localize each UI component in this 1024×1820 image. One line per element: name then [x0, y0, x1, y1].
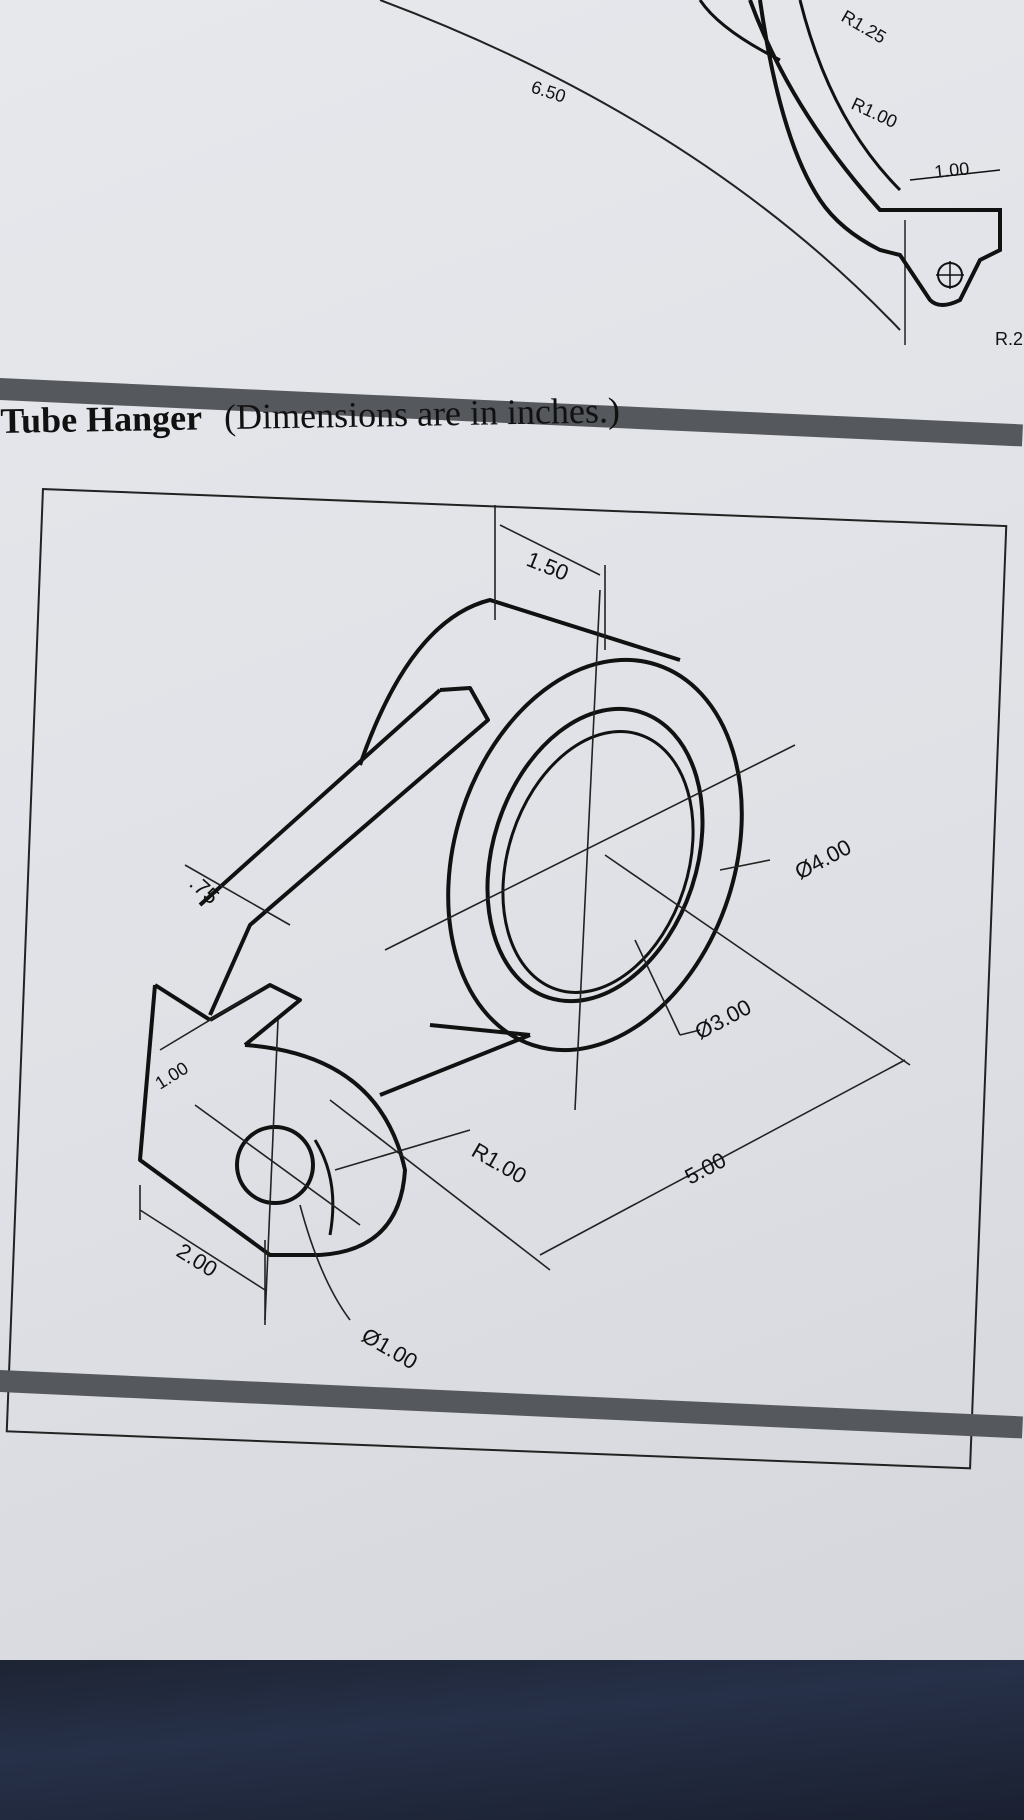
slot-outline	[208, 686, 490, 1016]
dimension-1-00: 1.00	[152, 1058, 192, 1094]
dimension-dia-4-00: Ø4.00	[791, 834, 856, 884]
dim-line-1-50	[499, 524, 601, 576]
base-step	[208, 983, 302, 1047]
dimension-1-00-top: 1.00	[933, 158, 970, 182]
hole-vertical-centerline	[264, 1019, 279, 1321]
background-fabric	[0, 1660, 1024, 1820]
dimension-r-2: R.2	[995, 329, 1023, 349]
extension-5-00-bottom	[329, 1099, 551, 1271]
cylinder-top-silhouette	[358, 598, 681, 766]
dim-line-75	[184, 864, 291, 926]
base-hole	[235, 1125, 315, 1205]
horizontal-centerline	[384, 744, 796, 951]
dim-line-2-00	[139, 1209, 266, 1291]
leader-4-00	[719, 859, 771, 871]
dimension-r1-00: R1.00	[468, 1138, 531, 1189]
dimension-1-50: 1.50	[523, 546, 572, 585]
dim-line-5-00	[539, 1059, 906, 1256]
dim-line-1-00	[159, 989, 261, 1051]
cylinder-outer-face	[446, 657, 744, 1053]
hanger-edge	[698, 0, 781, 62]
arc-dimension-line	[379, 0, 901, 331]
dim-line-1-00-top	[909, 169, 1001, 181]
hanger-inner-arc	[798, 0, 902, 192]
dimension-dia-1-00: Ø1.00	[358, 1323, 422, 1375]
slot-edge	[198, 688, 442, 907]
leader-r1-00	[334, 1129, 471, 1171]
leader-3-00	[634, 939, 681, 1036]
hole-depth-line	[313, 1139, 335, 1236]
base-rounded-end	[244, 1043, 407, 1257]
dimension-75: .75	[185, 870, 224, 909]
vertical-centerline	[574, 589, 601, 1111]
base-front-edges	[138, 984, 320, 1257]
cylinder-bore	[485, 706, 705, 1004]
leader-1-00-hole	[299, 1204, 351, 1321]
base-top-edge	[153, 983, 212, 1022]
cylinder-bore-chamfer	[501, 730, 695, 994]
extension-5-00-top	[604, 854, 911, 1066]
hanger-outline	[748, 0, 1002, 307]
dimension-5-00: 5.00	[681, 1147, 731, 1189]
cylinder-bottom-edge	[429, 1023, 531, 1037]
dimension-dia-3-00: Ø3.00	[691, 994, 756, 1044]
dimension-2-00: 2.00	[172, 1238, 222, 1282]
base-to-cylinder-edge	[379, 1033, 531, 1097]
hole-centerline	[194, 1104, 361, 1226]
